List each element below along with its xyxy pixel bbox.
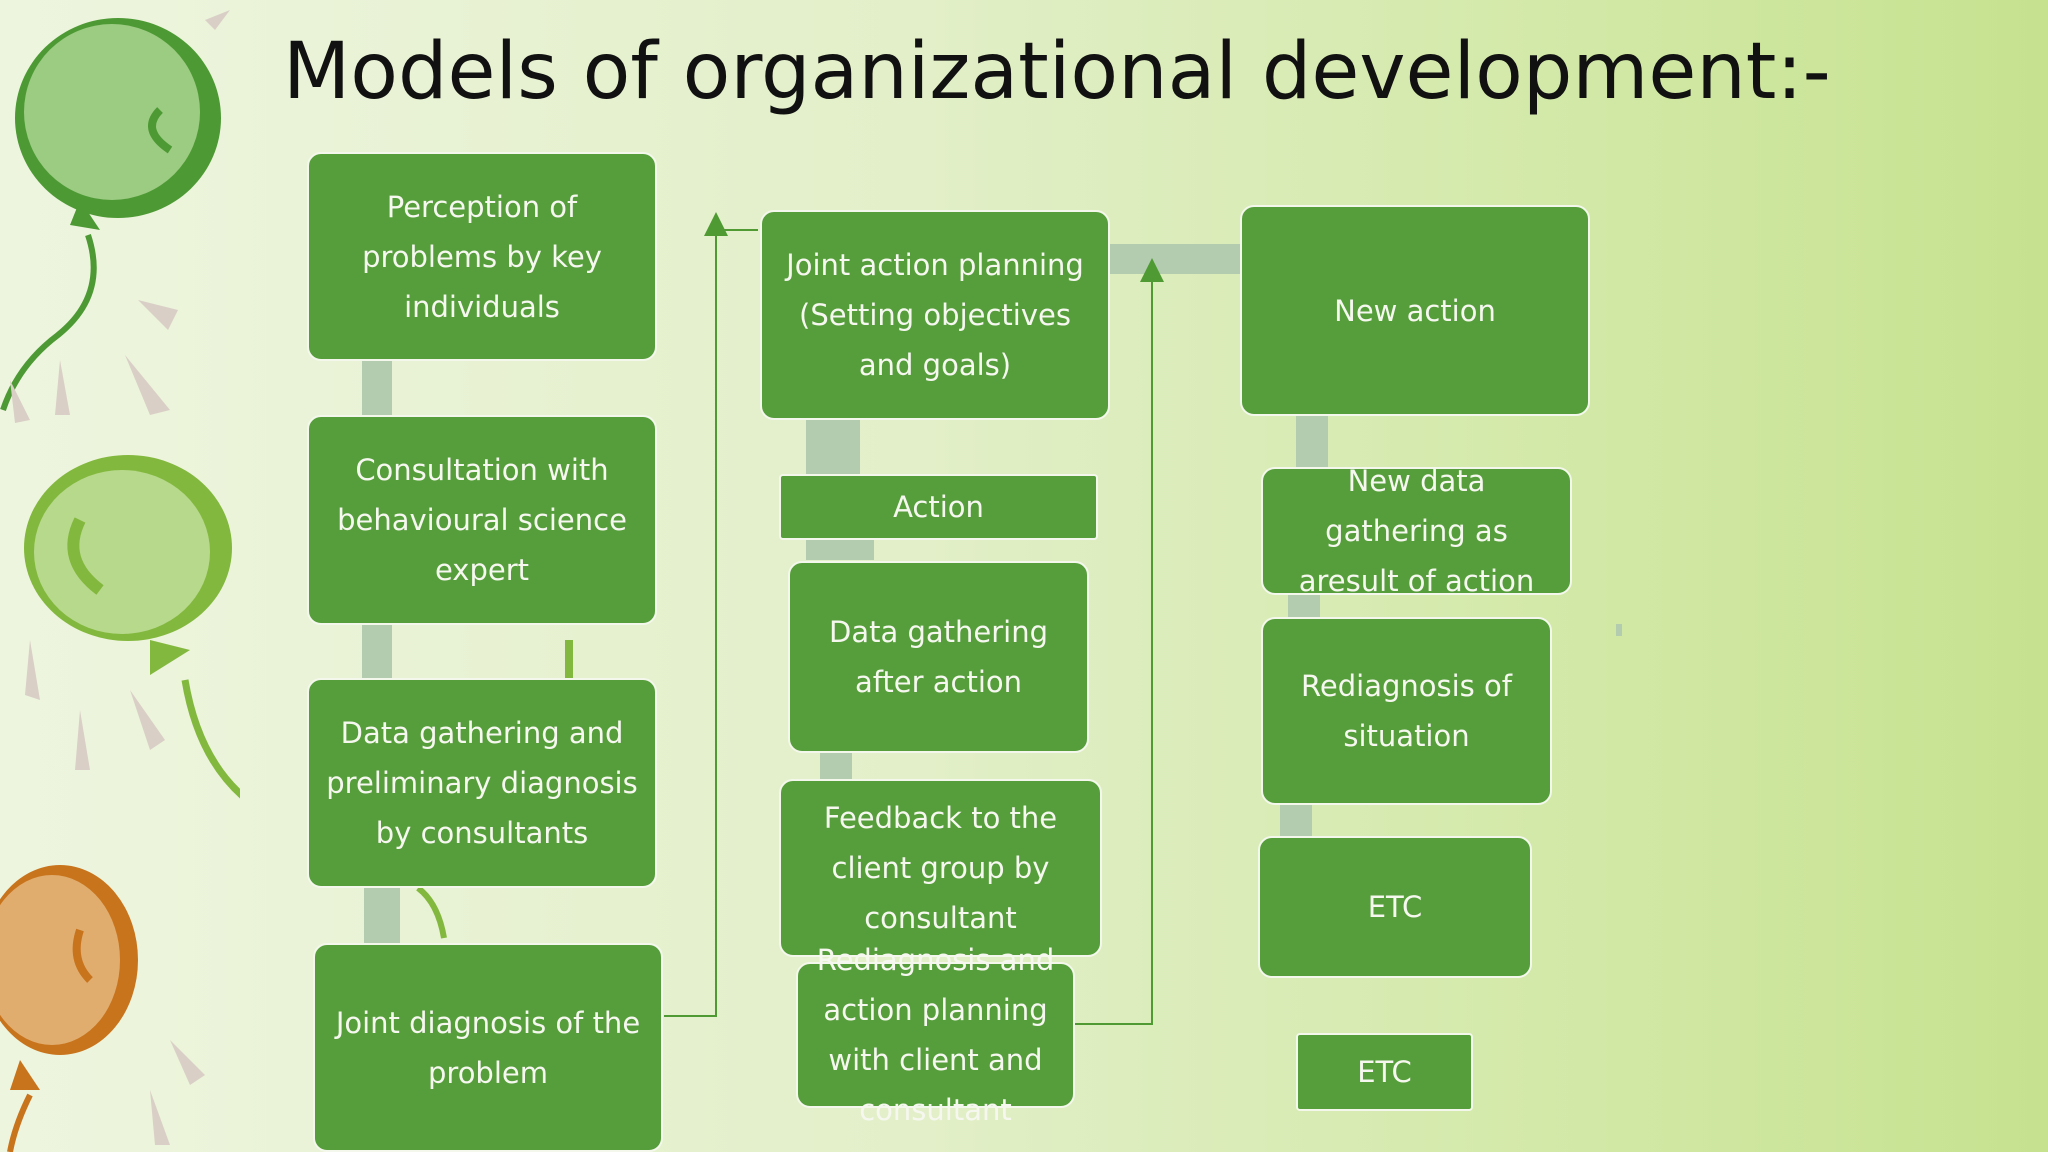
box-joint-diagnosis: Joint diagnosis of the problem [313, 943, 663, 1152]
connector [1110, 244, 1240, 274]
box-etc-1: ETC [1258, 836, 1532, 978]
green-balloon-top [0, 18, 221, 411]
orange-balloon [0, 865, 138, 1152]
connector [806, 538, 874, 560]
box-consultation: Consultation with behavioural science ex… [307, 415, 657, 625]
arrow-joint-diagnosis-to-planning [664, 212, 728, 1017]
box-feedback-label: Feedback to the client group by consulta… [823, 801, 1058, 935]
balloon-decoration [0, 10, 240, 1152]
box-action: Action [779, 474, 1098, 540]
box-joint-action: Joint action planning (Setting objective… [760, 210, 1110, 420]
box-data-after-label: Data gathering after action [828, 615, 1048, 699]
box-data-gathering: Data gathering and preliminary diagnosis… [307, 678, 657, 888]
box-new-action-label: New action [1334, 293, 1496, 328]
connector [362, 624, 392, 680]
box-rediagnosis-situation-label: Rediagnosis of situation [1301, 669, 1512, 753]
box-rediagnosis-situation: Rediagnosis of situation [1261, 617, 1552, 805]
box-consultation-label: Consultation with behavioural science ex… [337, 453, 627, 587]
marker-dot [1616, 624, 1622, 636]
green-balloon-middle [24, 455, 240, 799]
connector [364, 888, 400, 944]
connector [820, 752, 852, 780]
box-etc-2-label: ETC [1357, 1055, 1412, 1089]
connector [806, 420, 860, 474]
connector [362, 360, 392, 416]
box-rediagnosis-planning: Rediagnosis and action planning with cli… [796, 943, 1075, 1127]
connector [1280, 804, 1312, 838]
box-joint-diagnosis-label: Joint diagnosis of the problem [335, 1005, 641, 1090]
arrow-small-curve [416, 885, 447, 939]
box-feedback: Feedback to the client group by consulta… [779, 779, 1102, 957]
arrow-rediagnosis-to-new-action [1074, 258, 1164, 1025]
sparkle-marks [10, 10, 230, 1145]
page-title: Models of organizational development:- [283, 27, 1831, 117]
box-data-gathering-label: Data gathering and preliminary diagnosis… [326, 716, 638, 850]
box-perception: Perception of problems by key individual… [307, 152, 657, 361]
box-new-action: New action [1240, 205, 1590, 416]
box-rediagnosis-planning-label: Rediagnosis and action planning with cli… [816, 943, 1055, 1127]
box-new-data-label: New data gathering as aresult of action [1298, 464, 1535, 598]
box-data-after: Data gathering after action [788, 561, 1089, 753]
box-joint-action-label: Joint action planning (Setting objective… [786, 248, 1084, 382]
box-etc-2: ETC [1296, 1033, 1473, 1111]
connector [1288, 594, 1320, 618]
box-perception-label: Perception of problems by key individual… [362, 189, 602, 324]
box-etc-1-label: ETC [1367, 890, 1423, 924]
connector [1296, 416, 1328, 468]
box-action-label: Action [893, 490, 984, 524]
box-new-data: New data gathering as aresult of action [1261, 464, 1572, 598]
